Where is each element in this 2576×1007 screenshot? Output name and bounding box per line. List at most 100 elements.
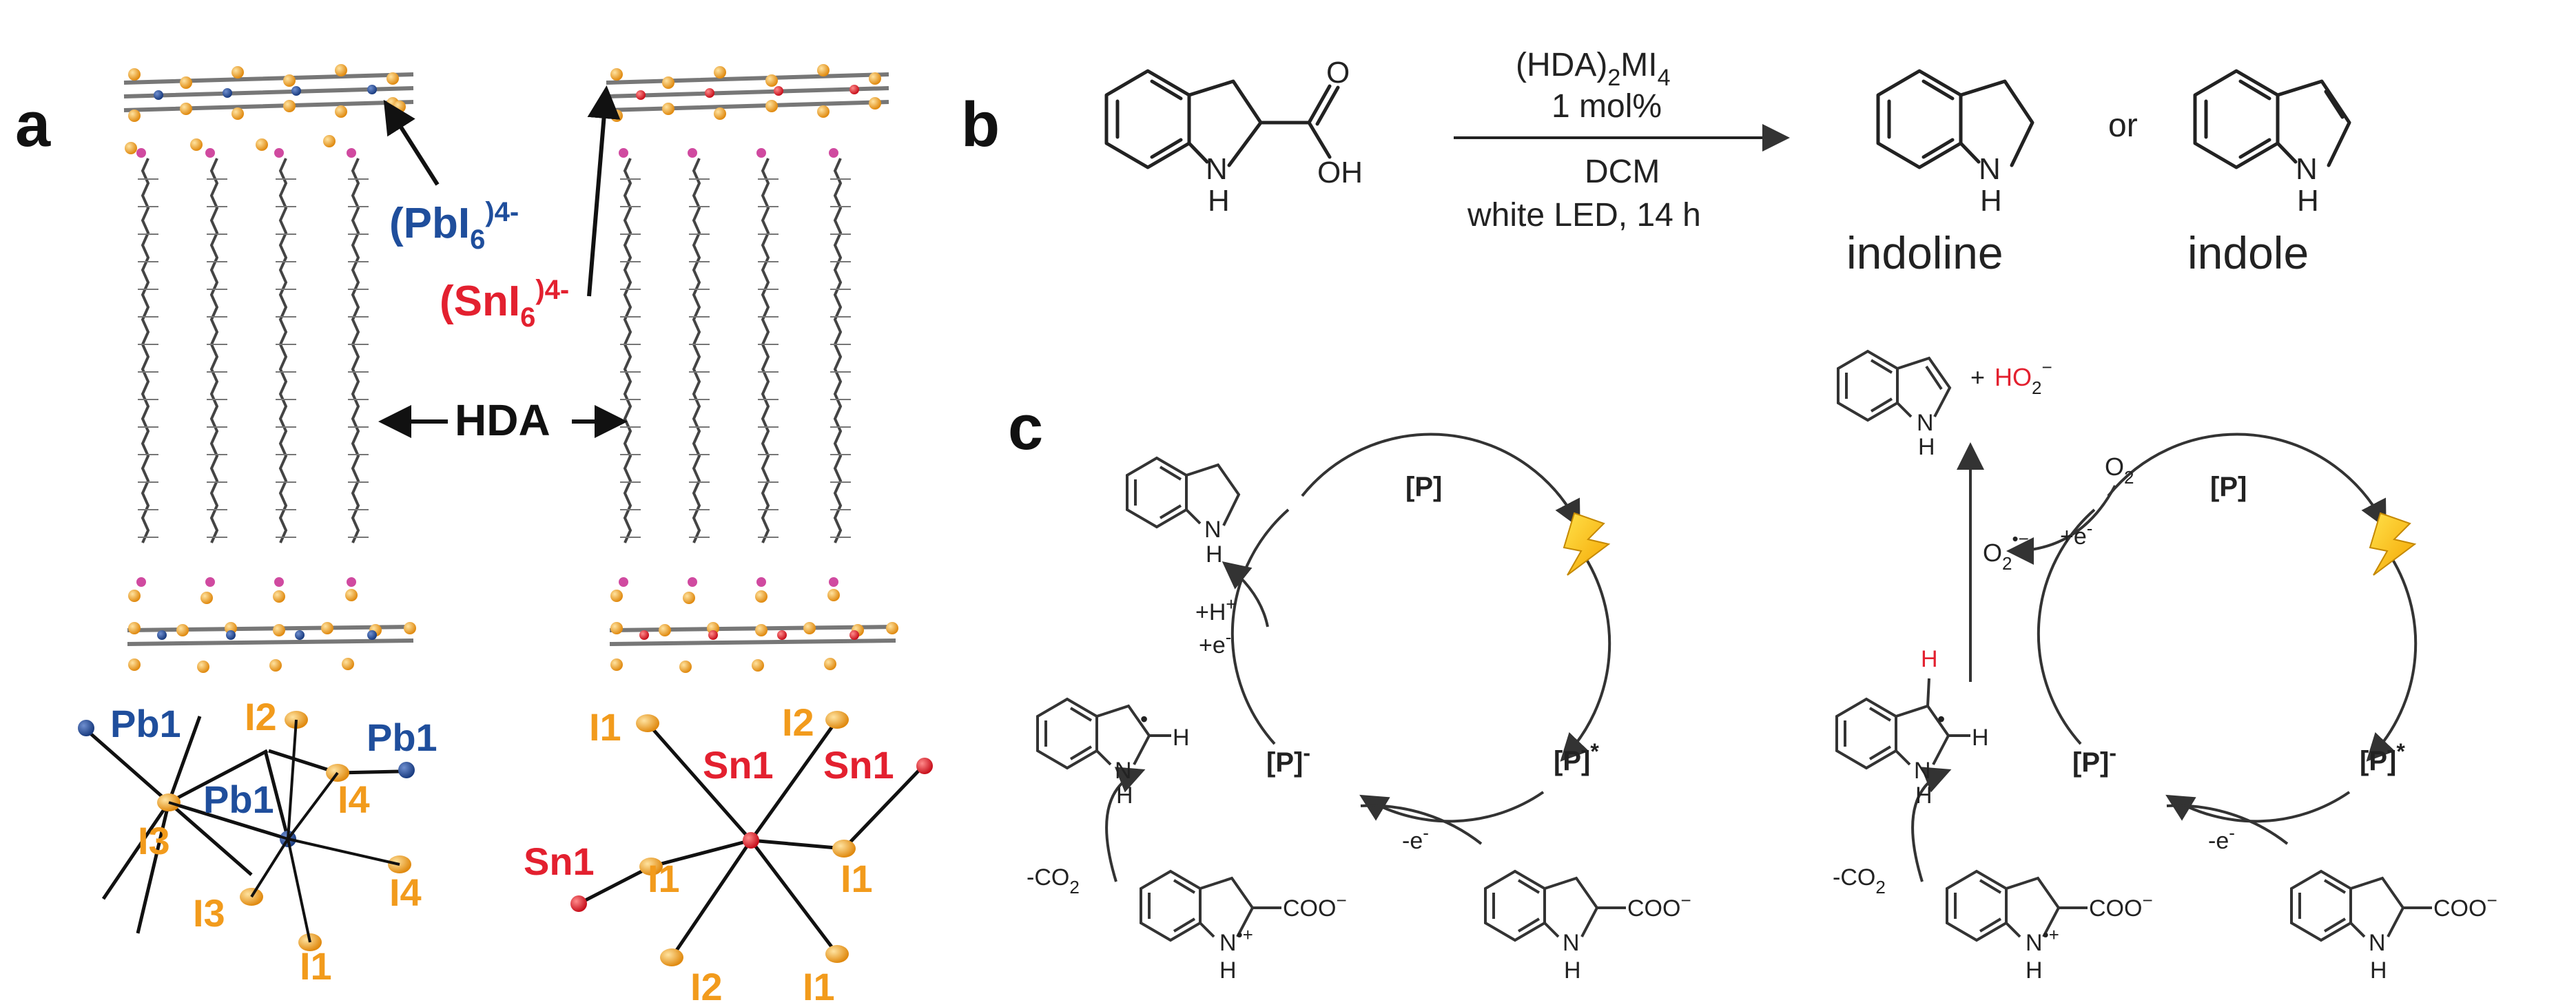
sn1-center-label: Sn1: [703, 743, 774, 787]
pb-i3b-label: I3: [193, 891, 225, 935]
reactant-n: N: [1206, 152, 1228, 186]
right-indole-h: H: [1918, 434, 1935, 460]
left-radical-intermediate: [1036, 697, 1171, 770]
right-radical-intermediate: [1835, 678, 1970, 770]
left-substrate-n: N: [1563, 930, 1580, 956]
left-radical-h: H: [1173, 725, 1190, 751]
catalyst-loading: 1 mol%: [1552, 88, 1662, 125]
right-cycle-P-excited: [P]*: [2360, 739, 2405, 776]
pbi6-label: (PbI6)4-: [389, 197, 519, 255]
sn-octahedron: [570, 711, 933, 966]
pb-i2-label: I2: [245, 695, 277, 738]
pb-hda-chains: [136, 148, 369, 587]
catalyst-label: (HDA)2MI4: [1516, 47, 1670, 91]
pb-top-inorganic-layer: [123, 64, 414, 154]
right-cation-n: N•+: [2026, 924, 2059, 956]
sn-top-inorganic-layer: [606, 64, 889, 122]
pb1-right-label: Pb1: [367, 716, 437, 759]
right-radical-n: N: [1914, 758, 1931, 784]
right-radical-h: H: [1972, 725, 1989, 751]
left-radical-cation: [1140, 869, 1281, 942]
right-catalytic-cycle: [1911, 433, 2418, 882]
left-cation-n: N•+: [1219, 924, 1253, 956]
left-cation-coo: COO−: [1283, 890, 1347, 922]
left-substrate-coo: COO−: [1627, 890, 1691, 922]
panel-label-c: c: [1008, 393, 1043, 463]
left-radical-n: N: [1115, 758, 1132, 784]
left-indoline-n: N: [1204, 517, 1222, 543]
solvent: DCM: [1585, 154, 1660, 190]
lightning-bolt-icon-right: [2369, 512, 2417, 576]
indole-h: H: [2297, 184, 2319, 218]
reactant-indoline-2-carboxylic-acid: [1104, 69, 1340, 169]
right-plus-e: +e-: [2060, 518, 2092, 550]
right-superoxide: O2•−: [1983, 528, 2029, 574]
sn-i1a-label: I1: [589, 705, 621, 749]
sn-i1c-label: I1: [841, 857, 873, 900]
right-minus-e: -e-: [2208, 822, 2235, 854]
pb1-left-label: Pb1: [110, 702, 181, 745]
left-indoline-product: [1126, 456, 1241, 529]
right-indole-product: [1837, 349, 1952, 422]
sn-i1d-label: I1: [803, 965, 835, 1007]
left-plus-h: +H+: [1195, 594, 1237, 625]
product-indoline-structure: [1876, 69, 2034, 169]
indole-n: N: [2296, 152, 2318, 186]
sn1-right-label: Sn1: [823, 743, 894, 787]
pb-i4a-label: I4: [338, 778, 370, 821]
or-label: or: [2108, 107, 2138, 144]
product-indole-structure: [2193, 69, 2351, 169]
pb-i1-label: I1: [300, 944, 332, 988]
indoline-h: H: [1980, 184, 2002, 218]
sn-bottom-inorganic-layer: [609, 589, 898, 673]
left-indoline-h: H: [1206, 541, 1223, 568]
right-cation-h: H: [2026, 957, 2043, 984]
right-minus-co2: -CO2: [1833, 864, 1886, 897]
pb1-center-label: Pb1: [203, 778, 274, 821]
left-radical-dot: •: [1140, 707, 1148, 731]
right-cation-coo: COO−: [2089, 890, 2153, 922]
right-radical-dot: •: [1937, 707, 1945, 731]
left-radical-nh: H: [1116, 782, 1133, 809]
right-cycle-P: [P]: [2210, 472, 2247, 502]
left-minus-e: -e-: [1402, 822, 1429, 854]
left-cycle-P-reduced: [P]-: [1266, 740, 1310, 778]
sn-i1b-label: I1: [648, 857, 680, 900]
pb-i3a-label: I3: [138, 819, 170, 862]
hda-label: HDA: [455, 395, 550, 445]
sn-layered-structure: [606, 64, 898, 673]
sni6-pointer-arrow: [587, 85, 621, 297]
product-indole-label: indole: [2187, 227, 2309, 278]
left-plus-e: +e-: [1199, 627, 1231, 658]
right-radical-nh: H: [1915, 782, 1933, 809]
right-substrate-n: N: [2369, 930, 2386, 956]
right-red-h: H: [1921, 646, 1938, 672]
lightning-bolt-icon-left: [1563, 512, 1611, 576]
sn-hda-chains: [619, 148, 851, 587]
indoline-n: N: [1979, 152, 2001, 186]
left-substrate-carboxylate: [1484, 869, 1626, 942]
sn1-left-label: Sn1: [524, 840, 595, 883]
pb-octahedron: [78, 711, 415, 951]
pb-bottom-inorganic-layer: [127, 589, 416, 673]
right-cycle-P-reduced: [P]-: [2072, 740, 2116, 778]
left-minus-co2: -CO2: [1027, 864, 1080, 897]
sni6-label: (SnI6)4-: [440, 275, 569, 333]
reaction-conditions: white LED, 14 h: [1467, 197, 1701, 233]
right-o2: O2: [2105, 453, 2134, 488]
pb-layered-structure: [123, 64, 416, 673]
left-catalytic-cycle: [1105, 433, 1611, 882]
right-substrate-h: H: [2370, 957, 2387, 984]
right-substrate-coo: COO−: [2433, 890, 2497, 922]
right-substrate-carboxylate: [2290, 869, 2432, 942]
reactant-oh: OH: [1317, 156, 1363, 189]
sn-i2a-label: I2: [782, 700, 814, 744]
product-indoline-label: indoline: [1846, 227, 2003, 278]
panel-label-a: a: [15, 90, 51, 160]
reactant-nh-h: H: [1208, 184, 1230, 218]
left-cation-h: H: [1219, 957, 1237, 984]
reactant-o: O: [1326, 56, 1350, 90]
left-substrate-h: H: [1564, 957, 1581, 984]
pbi6-pointer-arrow: [383, 99, 440, 186]
